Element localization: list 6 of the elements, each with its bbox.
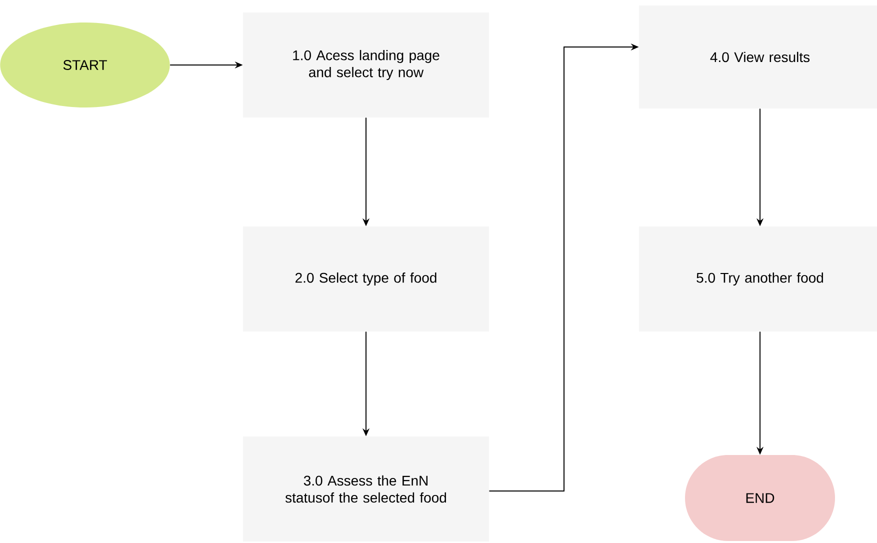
process-box: 1.0 Acess landing page and select try now xyxy=(243,12,489,118)
process-box: 3.0 Assess the EnN statusof the selected food xyxy=(243,436,489,542)
end-terminal: END xyxy=(685,455,836,541)
process-box: 4.0 View results xyxy=(639,6,877,108)
process-box: 2.0 Select type of food xyxy=(243,226,489,332)
process-box: 5.0 Try another food xyxy=(639,226,877,332)
